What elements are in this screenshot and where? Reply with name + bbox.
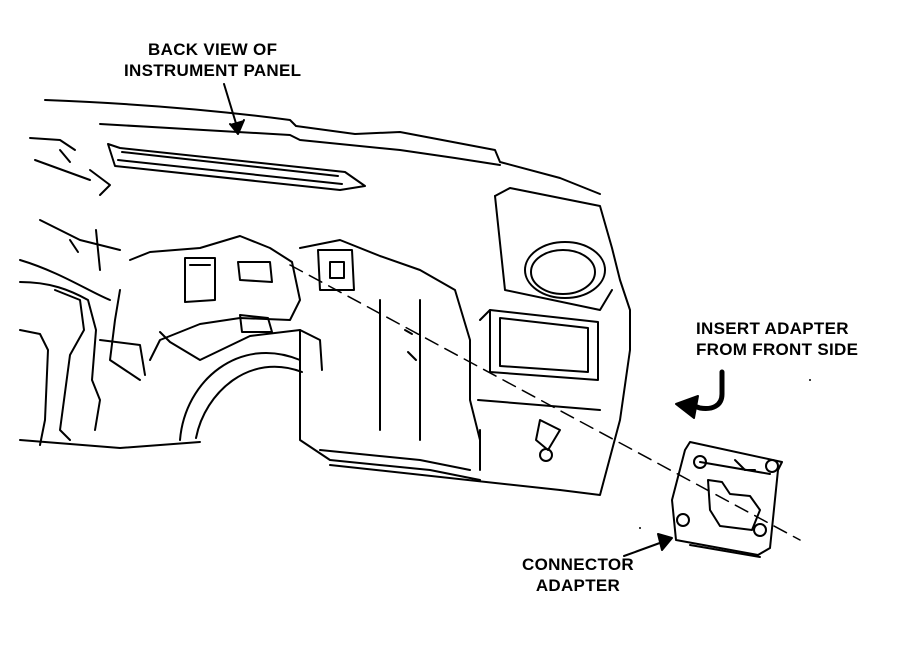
back-view-line-1: BACK VIEW OF [148, 40, 278, 59]
pointer-arrow-icon [623, 533, 673, 557]
insertion-path-line [289, 264, 801, 541]
back-view-line-2: INSTRUMENT PANEL [124, 61, 302, 80]
connector-line-1: CONNECTOR [522, 555, 634, 574]
connector-adapter-label: CONNECTOR ADAPTER [522, 554, 634, 596]
center-bracket [129, 235, 323, 441]
connector-line-2: ADAPTER [535, 576, 621, 595]
dash-top-edge [29, 99, 601, 195]
left-structure [19, 149, 201, 449]
connector-adapter-part [671, 441, 783, 558]
curved-insert-arrow-icon [675, 369, 725, 419]
end-cap [477, 187, 631, 496]
insert-adapter-label: INSERT ADAPTER FROM FRONT SIDE [696, 318, 858, 360]
pointer-arrow-icon [223, 83, 245, 135]
insert-adapter-line-1: INSERT ADAPTER [696, 319, 849, 338]
defroster-vent [107, 143, 366, 191]
back-view-label: BACK VIEW OF INSTRUMENT PANEL [124, 39, 301, 81]
insert-adapter-line-2: FROM FRONT SIDE [696, 340, 859, 359]
right-housing [299, 239, 561, 491]
